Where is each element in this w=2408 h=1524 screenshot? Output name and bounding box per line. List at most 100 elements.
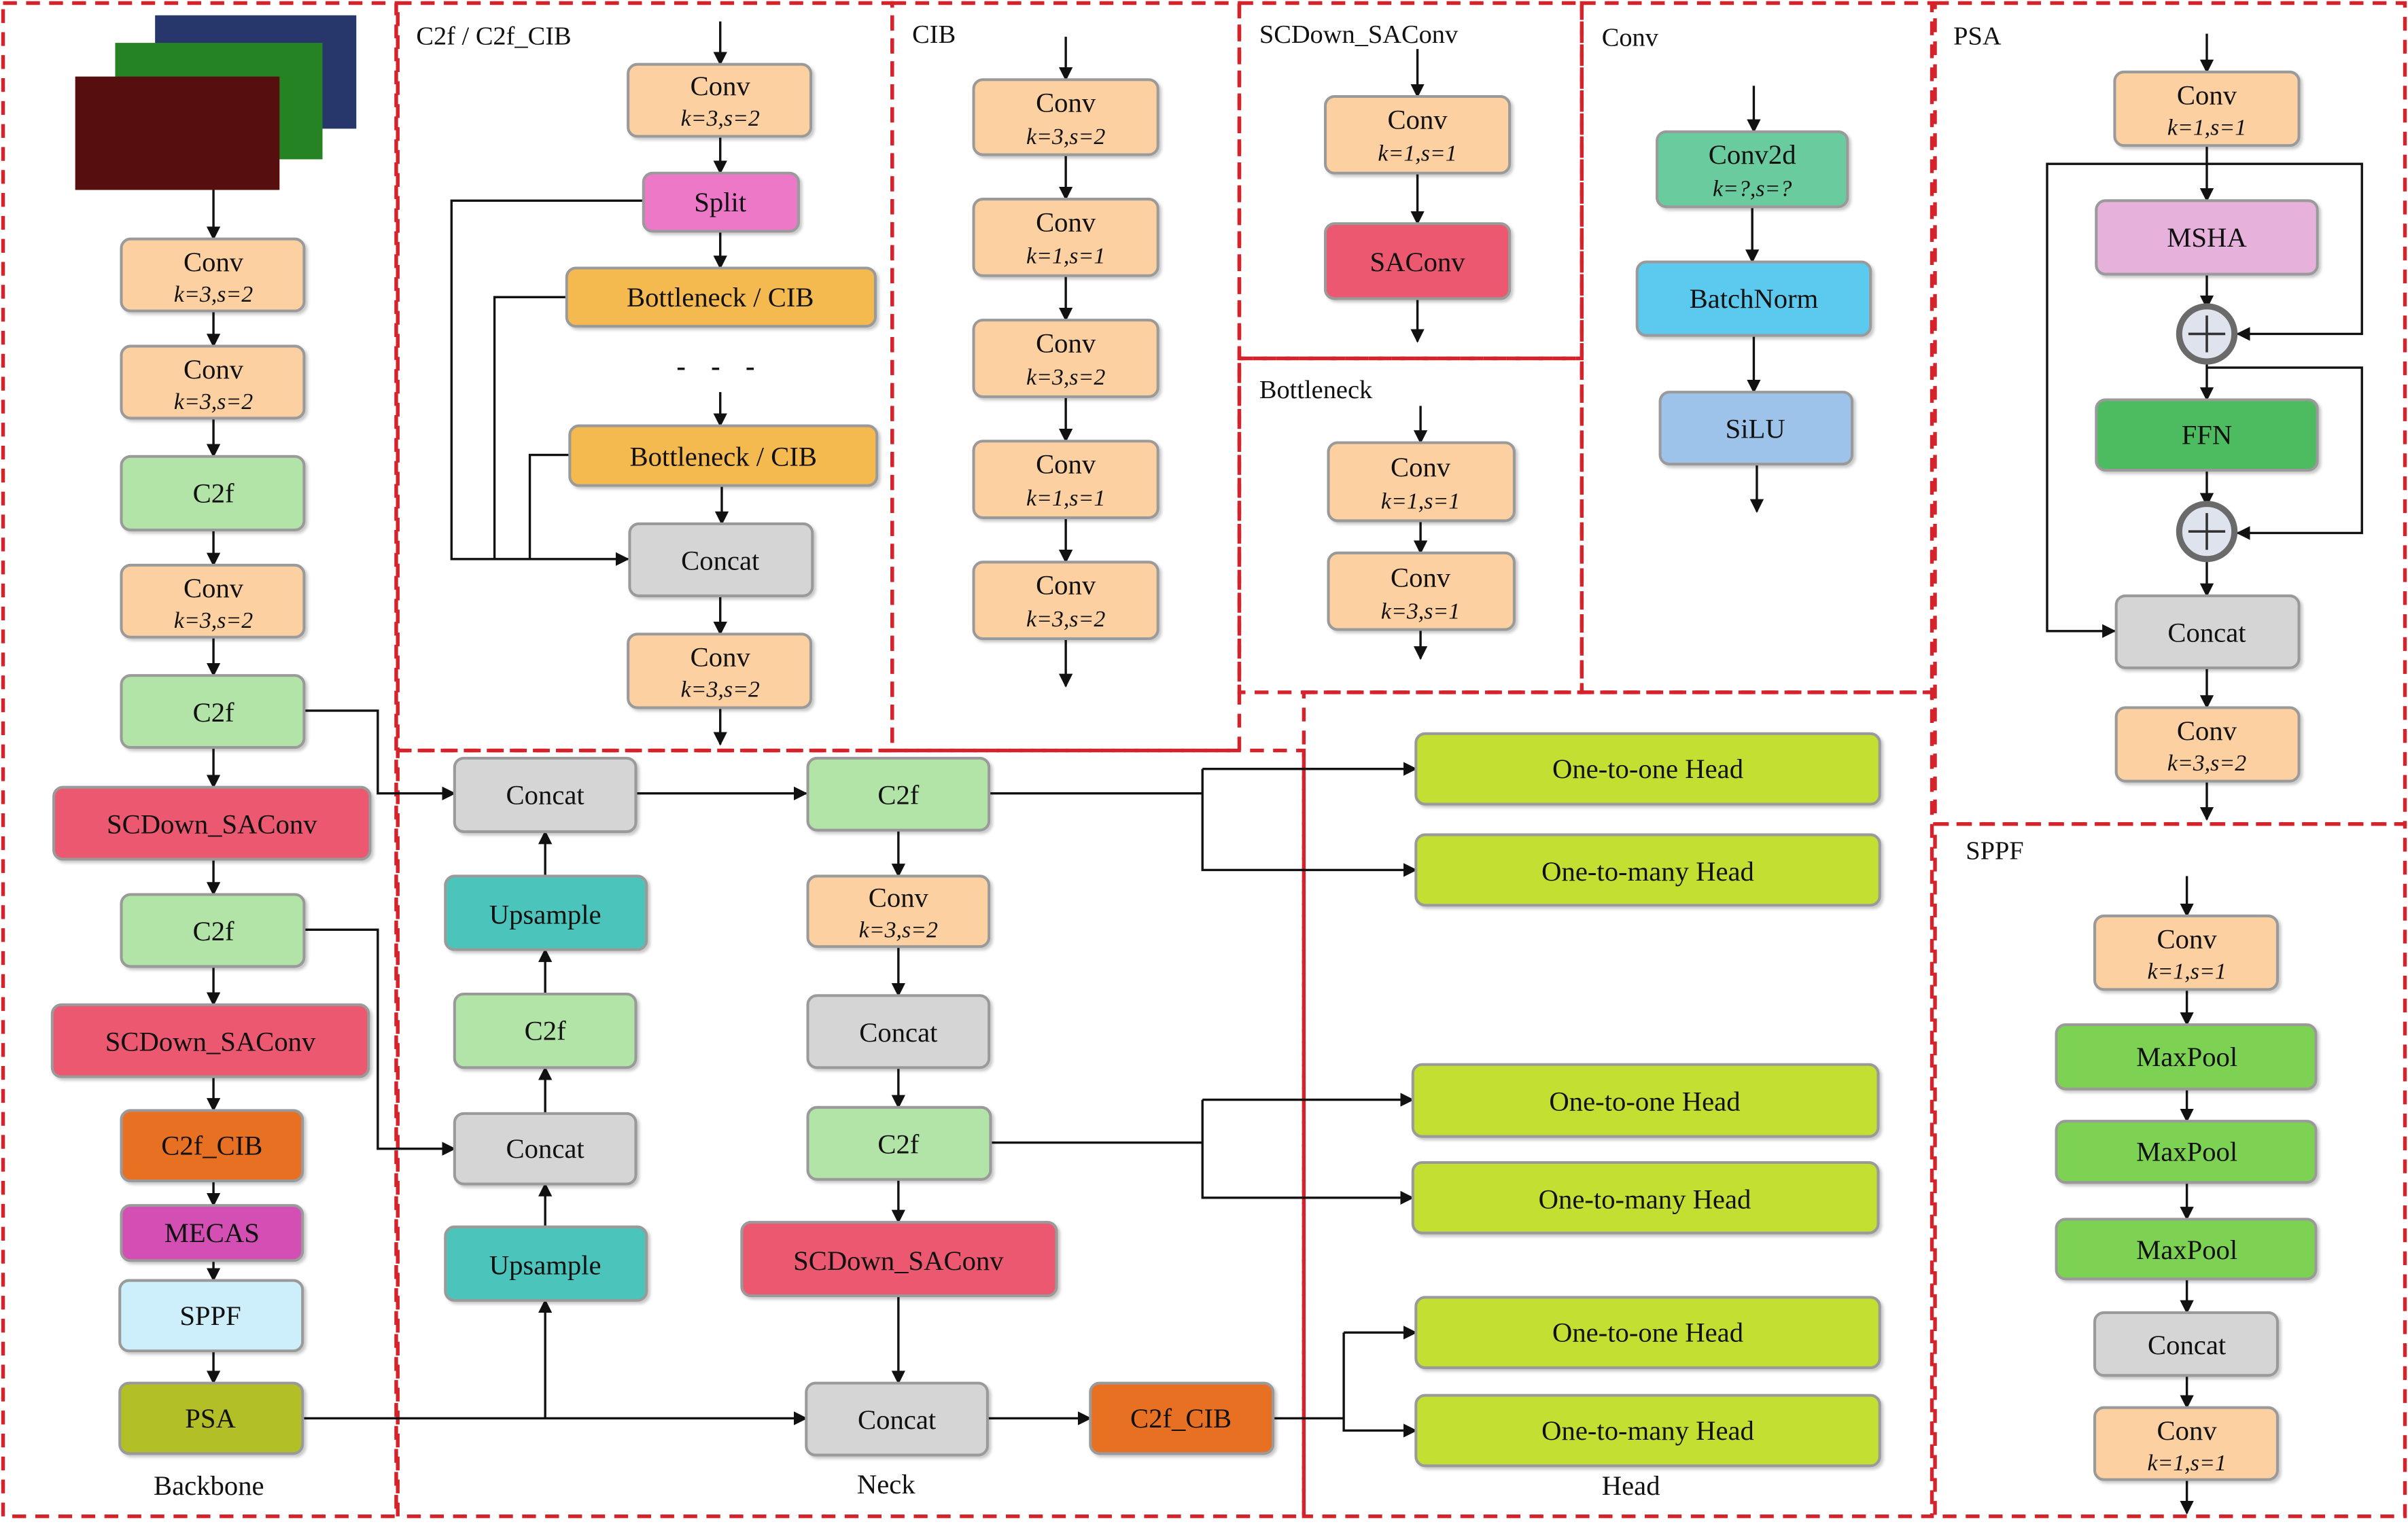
circle-plus-icon xyxy=(2176,303,2238,365)
c2f-conv-top-params: k=3,s=2 xyxy=(681,106,760,131)
backbone-panel xyxy=(1,1,398,1519)
c2f-ellipsis: - - - xyxy=(676,351,764,381)
backbone-conv-3: Conv k=3,s=2 xyxy=(120,563,306,639)
backbone-scdown-1: SCDown_SAConv xyxy=(52,785,372,861)
psa-conv-bottom-params: k=3,s=2 xyxy=(2167,751,2246,776)
backbone-c2f-3: C2f xyxy=(120,893,306,968)
head-one-to-one-2-label: One-to-one Head xyxy=(1549,1086,1740,1116)
c2f-conv-bottom-label: Conv xyxy=(691,642,751,673)
neck-scdown-label: SCDown_SAConv xyxy=(793,1245,1004,1276)
sppf-conv-bottom-label: Conv xyxy=(2157,1415,2218,1446)
backbone-conv-2-params: k=3,s=2 xyxy=(174,389,253,414)
cib-conv-3-params: k=3,s=2 xyxy=(1026,365,1105,390)
psa-ffn: FFN xyxy=(2095,398,2319,472)
sppf-panel xyxy=(1933,822,2407,1519)
backbone-conv-2: Conv k=3,s=2 xyxy=(120,344,306,420)
conv-silu: SiLU xyxy=(1658,391,1854,466)
sppf-conv-bottom: Conv k=1,s=1 xyxy=(2093,1406,2279,1481)
bottleneck-conv-2-label: Conv xyxy=(1391,562,1451,592)
edges xyxy=(206,21,2363,1515)
backbone-conv-1-label: Conv xyxy=(184,247,244,277)
cib-conv-5-params: k=3,s=2 xyxy=(1026,607,1105,632)
backbone-conv-2-label: Conv xyxy=(184,354,244,385)
psa-conv-bottom: Conv k=3,s=2 xyxy=(2114,706,2301,783)
bottleneck-conv-1: Conv k=1,s=1 xyxy=(1327,441,1516,522)
backbone-mecas-label: MECAS xyxy=(164,1218,260,1248)
neck-c2f-b: C2f xyxy=(806,756,991,832)
neck-scdown: SCDown_SAConv xyxy=(740,1220,1058,1298)
head-one-to-many-2-label: One-to-many Head xyxy=(1539,1184,1751,1215)
backbone-sppf-label: SPPF xyxy=(179,1300,241,1331)
sppf-concat: Concat xyxy=(2093,1311,2279,1377)
scdown-saconv-label: SAConv xyxy=(1370,247,1466,277)
head-one-to-one-3: One-to-one Head xyxy=(1414,1296,1881,1370)
backbone-conv-1-params: k=3,s=2 xyxy=(174,282,253,307)
sppf-conv-top: Conv k=1,s=1 xyxy=(2093,915,2279,991)
cib-conv-3: Conv k=3,s=2 xyxy=(972,319,1159,398)
c2f-split-label: Split xyxy=(694,187,747,217)
neck-conv-b-params: k=3,s=2 xyxy=(859,918,938,943)
circle-plus-icon xyxy=(2176,501,2238,563)
psa-conv-top-params: k=1,s=1 xyxy=(2167,115,2246,140)
input-image-stack xyxy=(75,15,357,190)
conv-batchnorm: BatchNorm xyxy=(1635,260,1872,337)
head-one-to-one-1: One-to-one Head xyxy=(1414,732,1881,806)
bottleneck-conv-1-params: k=1,s=1 xyxy=(1381,489,1460,514)
backbone-sppf: SPPF xyxy=(118,1279,304,1353)
backbone-conv-3-label: Conv xyxy=(184,573,244,603)
neck-upsample-b-label: Upsample xyxy=(489,1250,601,1281)
neck-upsample-a-label: Upsample xyxy=(489,899,601,929)
c2f-bottleneck-2: Bottleneck / CIB xyxy=(568,424,879,487)
bottleneck-conv-2: Conv k=3,s=1 xyxy=(1327,551,1516,631)
conv-panel-title: Conv xyxy=(1602,24,1659,52)
cib-conv-4-params: k=1,s=1 xyxy=(1026,486,1105,511)
cib-conv-4-label: Conv xyxy=(1036,449,1096,480)
head-blocks: One-to-one Head One-to-many Head One-to-… xyxy=(1411,732,1881,1468)
neck-concat-b: Concat xyxy=(453,1112,638,1186)
psa-conv-bottom-label: Conv xyxy=(2177,715,2237,746)
psa-block: Conv k=1,s=1 MSHA FFN Concat Conv k=3,s=… xyxy=(2095,70,2319,783)
c2f-conv-top-label: Conv xyxy=(691,71,751,101)
scdown-panel-title: SCDown_SAConv xyxy=(1259,20,1459,49)
head-one-to-many-2: One-to-many Head xyxy=(1411,1160,1880,1235)
c2f-concat-label: Concat xyxy=(681,546,760,576)
head-one-to-many-3-label: One-to-many Head xyxy=(1541,1415,1754,1446)
backbone-c2f-3-label: C2f xyxy=(193,916,234,946)
neck-c2f-c: C2f xyxy=(806,1105,992,1181)
sppf-maxpool-3: MaxPool xyxy=(2055,1218,2318,1281)
cib-conv-5: Conv k=3,s=2 xyxy=(972,561,1159,641)
sppf-panel-title: SPPF xyxy=(1966,837,2023,866)
neck-concat-b-label: Concat xyxy=(506,1133,585,1164)
neck-c2f-a-label: C2f xyxy=(525,1016,566,1046)
c2f-block: Conv k=3,s=2 Split Bottleneck / CIB - - … xyxy=(565,63,879,709)
psa-ffn-label: FFN xyxy=(2182,420,2233,450)
sppf-block: Conv k=1,s=1 MaxPool MaxPool MaxPool Con… xyxy=(2055,915,2318,1481)
bottleneck-block: Conv k=1,s=1 Conv k=3,s=1 xyxy=(1327,441,1516,631)
neck-concat-a: Concat xyxy=(453,756,638,834)
backbone-caption: Backbone xyxy=(154,1470,264,1501)
conv-panel xyxy=(1580,1,1934,694)
c2f-panel-title: C2f / C2f_CIB xyxy=(416,22,571,50)
backbone-c2f-cib: C2f_CIB xyxy=(120,1109,304,1183)
conv-conv2d-label: Conv2d xyxy=(1709,139,1796,170)
head-caption: Head xyxy=(1602,1470,1660,1501)
psa-conv-top-label: Conv xyxy=(2177,79,2237,110)
cib-conv-3-label: Conv xyxy=(1036,328,1096,359)
c2f-concat: Concat xyxy=(628,522,814,597)
scdown-panel xyxy=(1237,1,1584,361)
backbone-scdown-2-label: SCDown_SAConv xyxy=(105,1026,316,1057)
psa-concat-label: Concat xyxy=(2167,618,2246,648)
cib-conv-1: Conv k=3,s=2 xyxy=(972,78,1159,156)
backbone-scdown-2: SCDown_SAConv xyxy=(50,1003,370,1078)
c2f-conv-top: Conv k=3,s=2 xyxy=(627,63,813,138)
cib-conv-1-label: Conv xyxy=(1036,88,1096,118)
head-one-to-one-3-label: One-to-one Head xyxy=(1552,1317,1743,1348)
sppf-maxpool-3-label: MaxPool xyxy=(2136,1235,2237,1265)
backbone-psa-label: PSA xyxy=(185,1403,236,1434)
head-one-to-one-2: One-to-one Head xyxy=(1411,1063,1880,1138)
cib-conv-5-label: Conv xyxy=(1036,570,1096,601)
backbone-mecas: MECAS xyxy=(120,1204,304,1262)
cib-block: Conv k=3,s=2 Conv k=1,s=1 Conv k=3,s=2 C… xyxy=(972,78,1159,641)
sppf-conv-top-params: k=1,s=1 xyxy=(2147,959,2226,985)
